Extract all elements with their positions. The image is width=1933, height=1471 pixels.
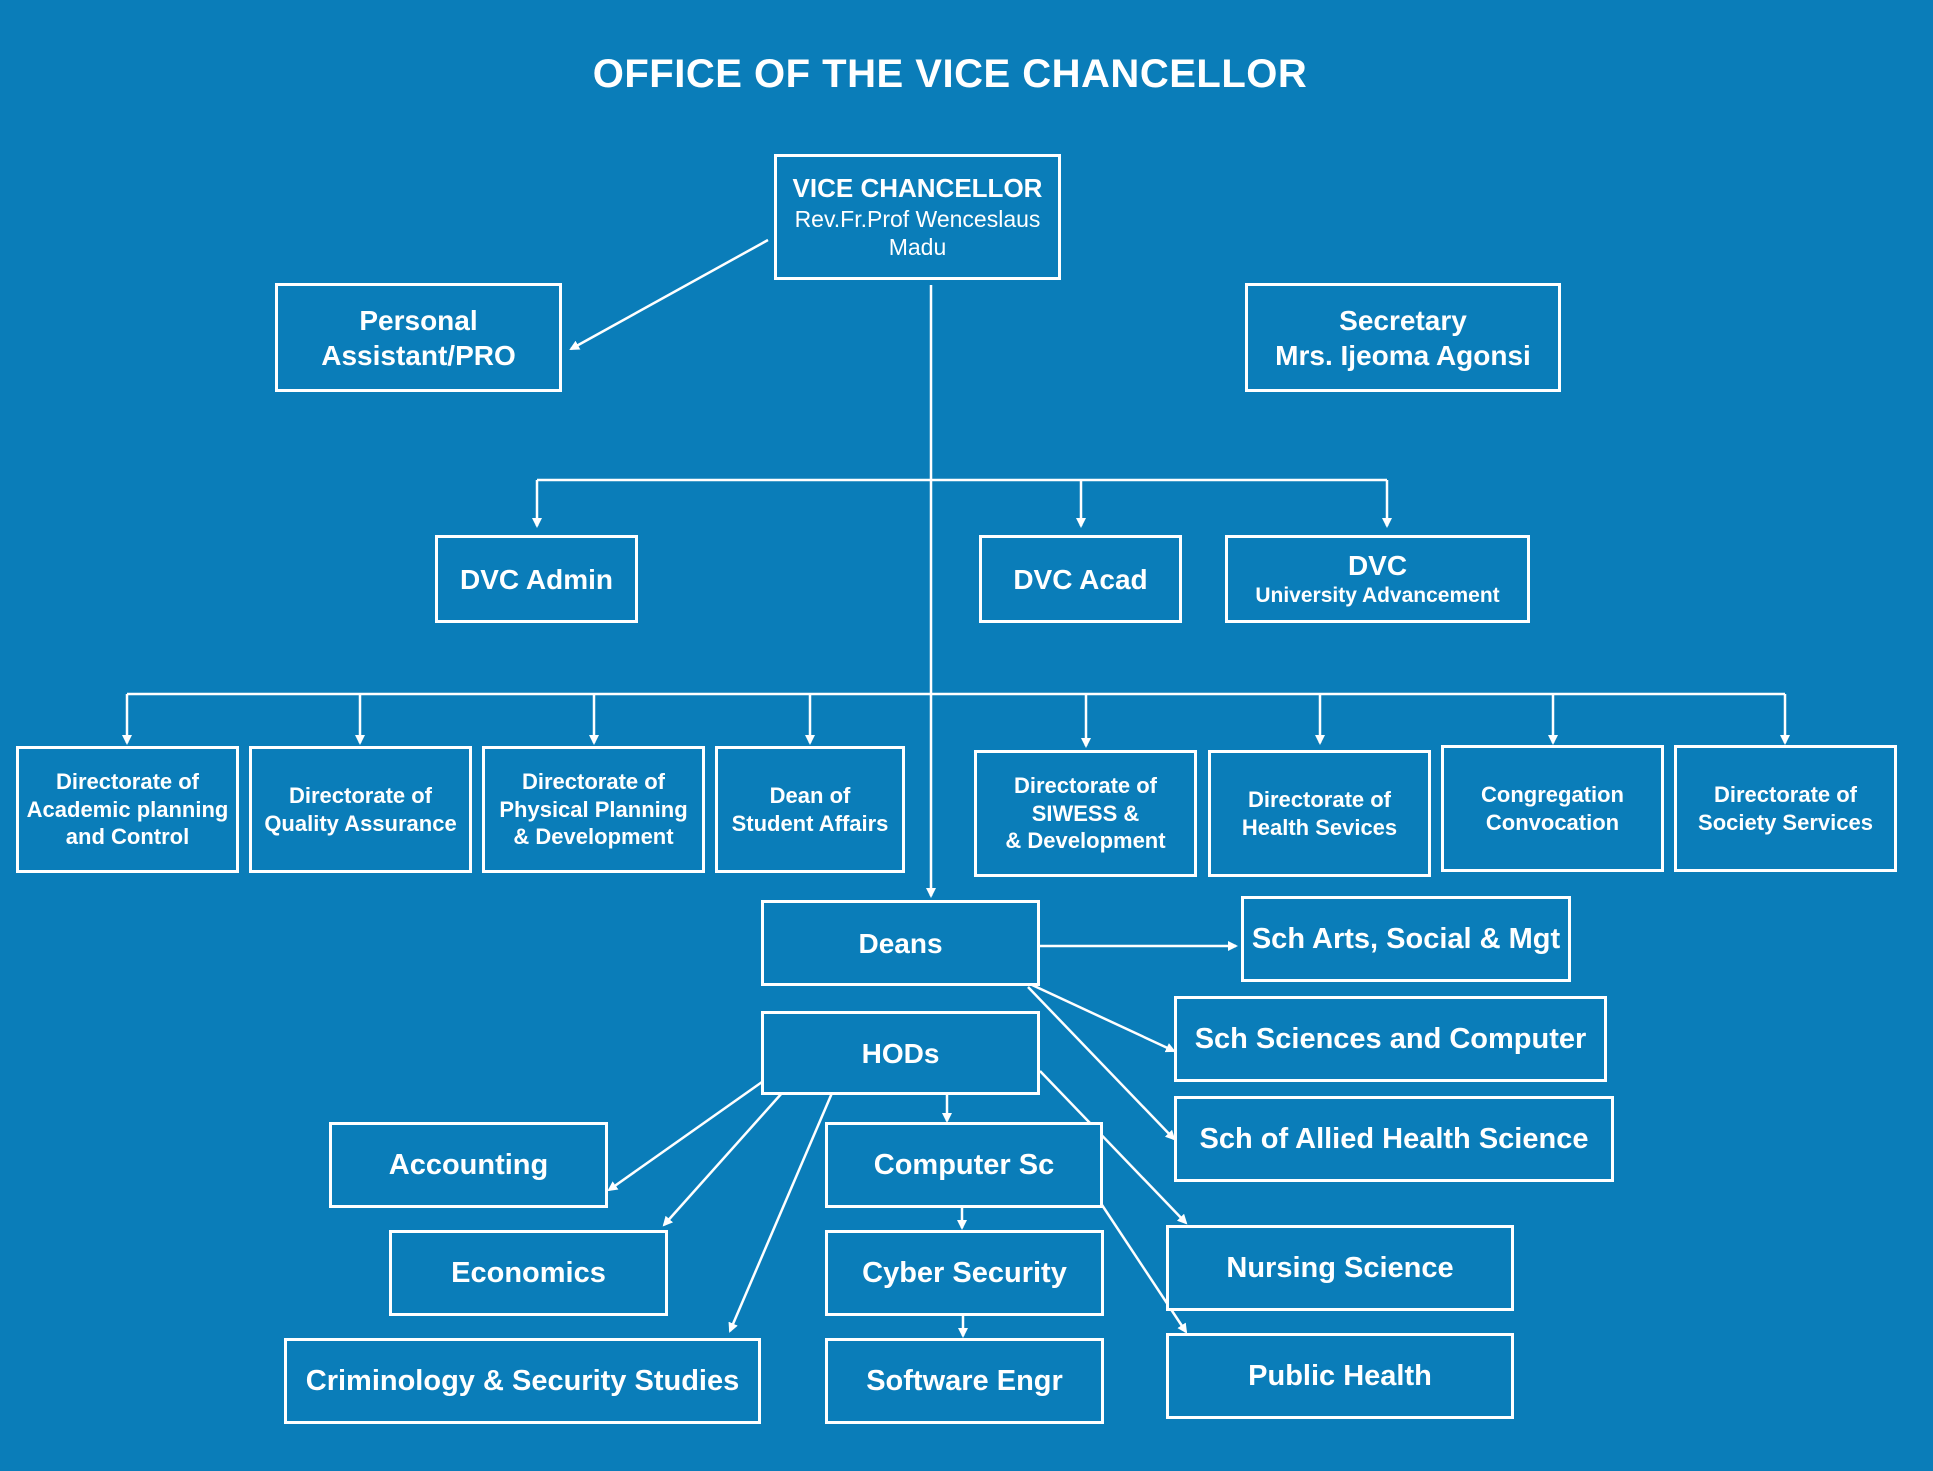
connector-hods-criminology (728, 1092, 834, 1333)
deans-box: Deans (761, 900, 1040, 986)
directorate-line: & Development (513, 824, 674, 850)
dvc-admin-label: DVC Admin (460, 563, 613, 595)
personal-assistant-box: Personal Assistant/PRO (275, 283, 562, 392)
directorate-health-services: Directorate of Health Sevices (1208, 750, 1431, 877)
directorate-siwess: Directorate of SIWESS & & Development (974, 750, 1197, 877)
connector-vc-pa (569, 238, 769, 351)
department-economics: Economics (389, 1230, 668, 1316)
directorate-line: Directorate of (1013, 773, 1158, 799)
dvc-advancement-title: DVC (1347, 550, 1408, 582)
directorate-line: Student Affairs (731, 810, 889, 836)
directorate-physical-planning: Directorate of Physical Planning & Devel… (482, 746, 705, 873)
directorate-line: Directorate of (55, 769, 200, 795)
secretary-line2: Mrs. Ijeoma Agonsi (1275, 339, 1531, 371)
department-accounting: Accounting (329, 1122, 608, 1208)
directorate-line: Dean of (769, 783, 851, 808)
school-label: Sch of Allied Health Science (1199, 1122, 1589, 1155)
department-nursing-science: Nursing Science (1166, 1225, 1514, 1311)
vice-chancellor-box: VICE CHANCELLOR Rev.Fr.Prof Wenceslaus M… (774, 154, 1061, 280)
directorate-line: Quality Assurance (264, 810, 457, 836)
department-software-engr: Software Engr (825, 1338, 1104, 1424)
department-criminology: Criminology & Security Studies (284, 1338, 761, 1424)
school-sciences-box: Sch Sciences and Computer (1174, 996, 1607, 1082)
department-label: Public Health (1248, 1359, 1432, 1392)
hods-box: HODs (761, 1011, 1040, 1095)
connector-hods-accounting (607, 1080, 763, 1192)
department-label: Criminology & Security Studies (305, 1364, 740, 1397)
department-label: Computer Sc (873, 1148, 1055, 1181)
vc-name-line1: Rev.Fr.Prof Wenceslaus (794, 205, 1041, 232)
dvc-acad-label: DVC Acad (1013, 563, 1148, 595)
directorate-line: Directorate of (288, 783, 433, 808)
directorate-society-services: Directorate of Society Services (1674, 745, 1897, 872)
connector-deans-health (1027, 986, 1176, 1141)
department-cyber-security: Cyber Security (825, 1230, 1104, 1316)
directorate-line: Society Services (1698, 809, 1873, 835)
dvc-advancement-box: DVC University Advancement (1225, 535, 1530, 623)
dvc-acad-box: DVC Acad (979, 535, 1182, 623)
connector-hods-nursing (1039, 1070, 1188, 1225)
directorate-academic-planning: Directorate of Academic planning and Con… (16, 746, 239, 873)
department-computer-sc: Computer Sc (825, 1122, 1103, 1208)
directorate-line: Directorate of (521, 769, 666, 795)
directorate-line: Directorate of (1247, 787, 1392, 812)
dvc-advancement-sub: University Advancement (1255, 584, 1500, 608)
directorate-line: and Control (65, 824, 190, 850)
department-label: Software Engr (866, 1364, 1063, 1397)
directorate-line: Physical Planning (499, 796, 688, 822)
pa-line1: Personal (359, 304, 478, 336)
department-label: Cyber Security (862, 1256, 1067, 1289)
directorate-line: SIWESS & (1031, 800, 1140, 826)
directorate-quality-assurance: Directorate of Quality Assurance (249, 746, 472, 873)
dean-student-affairs: Dean of Student Affairs (715, 746, 905, 873)
directorate-line: Health Sevices (1241, 814, 1398, 840)
secretary-box: Secretary Mrs. Ijeoma Agonsi (1245, 283, 1561, 392)
connector-hods-economics (662, 1092, 783, 1227)
directorate-line: Convocation (1485, 809, 1620, 835)
school-label: Sch Sciences and Computer (1194, 1022, 1587, 1055)
directorate-line: Congregation (1481, 782, 1624, 807)
connector-deans-sciences (1029, 982, 1176, 1053)
directorate-line: & Development (1005, 828, 1166, 854)
school-arts-box: Sch Arts, Social & Mgt (1241, 896, 1571, 982)
deans-label: Deans (858, 927, 943, 959)
hods-label: HODs (861, 1037, 940, 1069)
page-title: OFFICE OF THE VICE CHANCELLOR (592, 52, 1308, 96)
dvc-admin-box: DVC Admin (435, 535, 638, 623)
secretary-line1: Secretary (1339, 304, 1467, 336)
department-label: Accounting (388, 1148, 549, 1181)
department-label: Economics (451, 1256, 606, 1289)
school-label: Sch Arts, Social & Mgt (1251, 922, 1561, 955)
department-label: Nursing Science (1226, 1251, 1454, 1284)
pa-line2: Assistant/PRO (321, 339, 516, 371)
directorate-line: Directorate of (1713, 782, 1858, 807)
vc-role: VICE CHANCELLOR (792, 173, 1043, 203)
department-public-health: Public Health (1166, 1333, 1514, 1419)
directorate-line: Academic planning (26, 796, 229, 822)
congregation-convocation: Congregation Convocation (1441, 745, 1664, 872)
vc-name-line2: Madu (888, 234, 947, 261)
school-allied-health-box: Sch of Allied Health Science (1174, 1096, 1614, 1182)
